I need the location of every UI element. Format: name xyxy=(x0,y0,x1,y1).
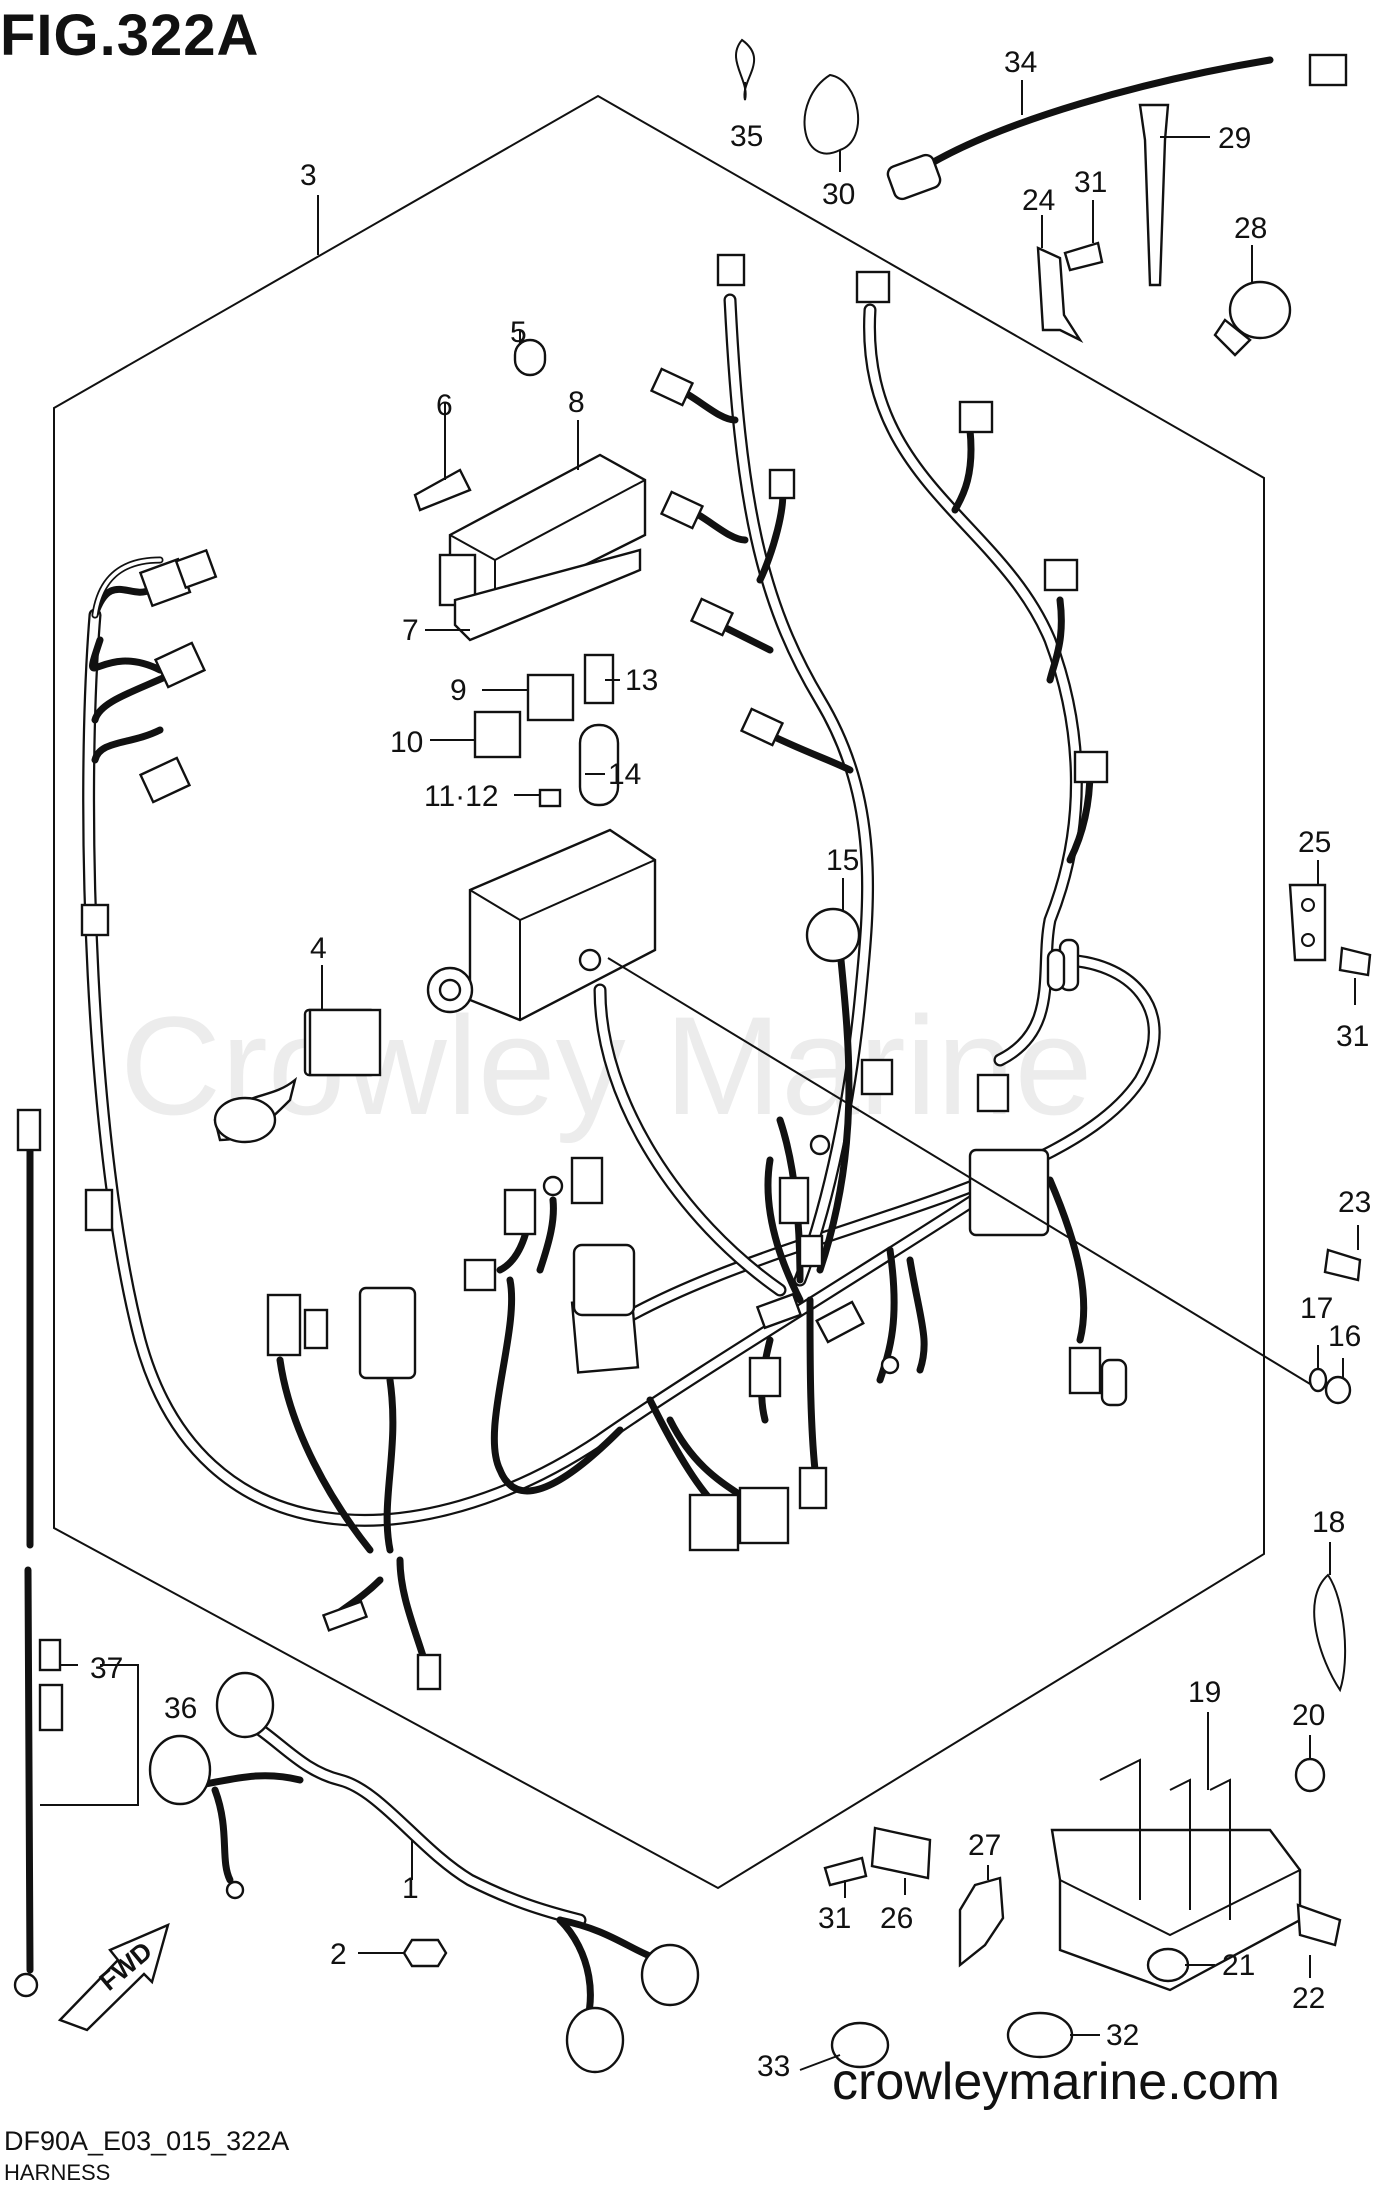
callout-20: 20 xyxy=(1292,1699,1325,1732)
callout-18: 18 xyxy=(1312,1506,1345,1539)
callout-11-12: 11·12 xyxy=(424,780,499,813)
callout-34: 34 xyxy=(1004,46,1037,79)
callout-36: 36 xyxy=(164,1692,197,1725)
sub-harness-1 xyxy=(148,1671,700,2074)
bolt-22 xyxy=(1296,1903,1342,1947)
callout-31-bottom: 31 xyxy=(818,1902,851,1935)
callout-35: 35 xyxy=(730,120,763,153)
grommet-4 xyxy=(213,1008,382,1144)
clamp-30 xyxy=(803,73,860,155)
assembly-outline xyxy=(53,94,1265,1890)
callout-2: 2 xyxy=(330,1938,347,1971)
grommet-21 xyxy=(1146,1947,1190,1983)
callout-14: 14 xyxy=(608,758,641,791)
clamp-33 xyxy=(830,2021,890,2069)
callout-25: 25 xyxy=(1298,826,1331,859)
part-15-cap xyxy=(805,907,861,963)
callout-37: 37 xyxy=(90,1652,123,1685)
callout-22: 22 xyxy=(1292,1982,1325,2015)
callout-26: 26 xyxy=(880,1902,913,1935)
callout-9: 9 xyxy=(450,674,467,707)
plate-26 xyxy=(870,1826,932,1880)
callout-4: 4 xyxy=(310,932,327,965)
bracket-19 xyxy=(1050,1758,1302,1992)
callout-30: 30 xyxy=(822,178,855,211)
callout-5: 5 xyxy=(510,316,527,349)
callout-labels: 3 5 6 8 7 9 13 10 14 11·12 15 4 35 30 34… xyxy=(90,46,1371,2083)
callout-17: 17 xyxy=(1300,1292,1333,1325)
callout-24: 24 xyxy=(1022,184,1055,217)
cable-tie-29 xyxy=(1138,103,1170,287)
drawing-code: DF90A_E03_015_322A xyxy=(4,2126,290,2156)
callout-27: 27 xyxy=(968,1829,1001,1862)
callout-29: 29 xyxy=(1218,122,1251,155)
callout-21: 21 xyxy=(1222,1949,1255,1982)
small-parts-cluster xyxy=(213,338,1321,1391)
left-cable-36 xyxy=(13,1108,64,1998)
figure-title: FIG.322A xyxy=(0,3,260,68)
website-label: crowleymarine.com xyxy=(832,2053,1280,2111)
callout-3: 3 xyxy=(300,159,317,192)
callout-31-right: 31 xyxy=(1336,1020,1369,1053)
bolt-23 xyxy=(1323,1248,1362,1282)
callout-15: 15 xyxy=(826,844,859,877)
callout-16: 16 xyxy=(1328,1320,1361,1353)
callout-31-top: 31 xyxy=(1074,166,1107,199)
harness-connectors xyxy=(138,253,1128,1691)
plate-25 xyxy=(1288,883,1327,962)
callout-6: 6 xyxy=(436,389,453,422)
callout-1: 1 xyxy=(402,1872,419,1905)
bolt-31-top xyxy=(1063,241,1104,272)
callout-32: 32 xyxy=(1106,2019,1139,2052)
callout-28: 28 xyxy=(1234,212,1267,245)
callout-33: 33 xyxy=(757,2050,790,2083)
washer-17 xyxy=(1308,1367,1328,1393)
callout-13: 13 xyxy=(625,664,658,697)
clamp-32 xyxy=(1006,2011,1074,2059)
nut-16 xyxy=(1324,1375,1352,1405)
fwd-arrow: FWD xyxy=(57,1922,170,2032)
callout-19: 19 xyxy=(1188,1676,1221,1709)
bolt-31-bottom xyxy=(823,1856,868,1887)
cable-34 xyxy=(886,53,1348,201)
washer-20 xyxy=(1294,1757,1326,1793)
callout-7: 7 xyxy=(402,614,419,647)
bracket-24 xyxy=(1036,246,1084,344)
relay-box-lower xyxy=(426,828,657,1022)
callout-8: 8 xyxy=(568,386,585,419)
fuse-box xyxy=(438,453,647,642)
clip-18 xyxy=(1313,1573,1347,1693)
clamp-28 xyxy=(1213,280,1292,357)
leader-lines xyxy=(40,80,1359,2071)
bolt-31-right xyxy=(1338,946,1372,977)
bracket-27 xyxy=(958,1876,1005,1968)
diagram-caption: HARNESS xyxy=(4,2160,111,2185)
nut-2 xyxy=(402,1938,448,1968)
callout-23: 23 xyxy=(1338,1186,1371,1219)
callout-10: 10 xyxy=(390,726,423,759)
